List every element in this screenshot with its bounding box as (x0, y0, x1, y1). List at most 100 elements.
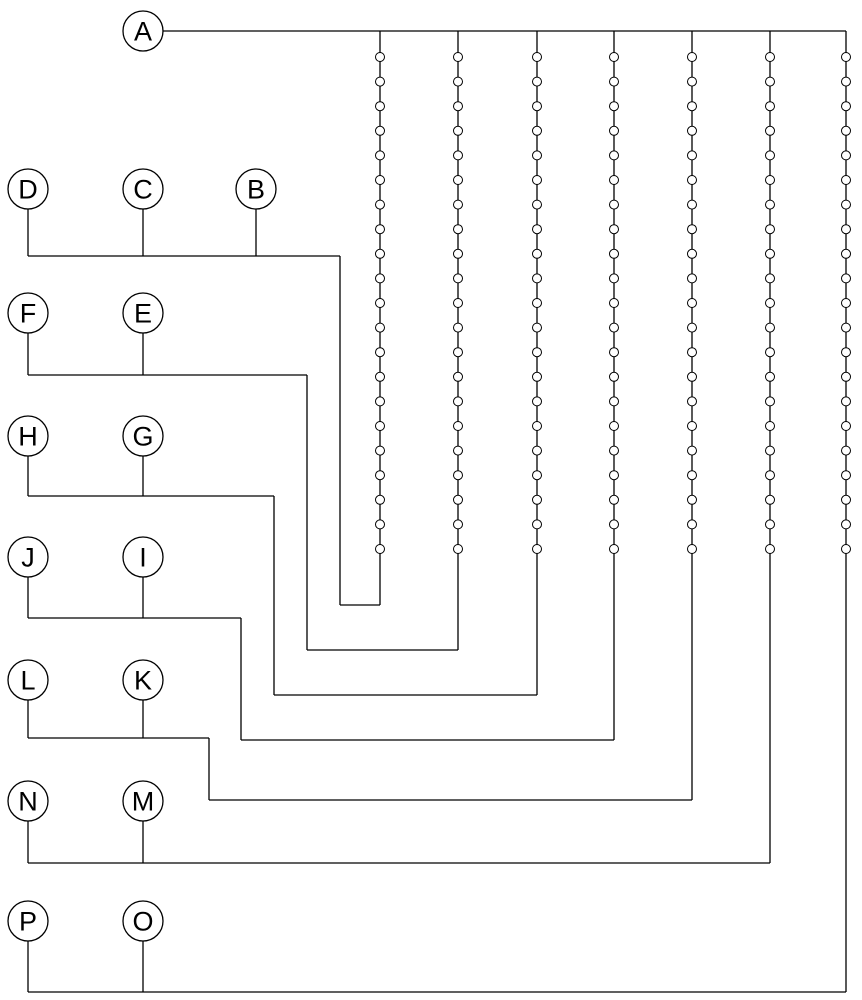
node-circle (122, 659, 164, 701)
node-label: A (134, 17, 152, 47)
tap-marker (609, 544, 619, 554)
tap-marker (375, 519, 385, 530)
tap-marker (532, 199, 542, 210)
tap-marker (453, 224, 463, 235)
tap-marker (841, 544, 851, 554)
taps-layer (375, 52, 851, 554)
tap-marker (375, 199, 385, 210)
tap-marker (532, 150, 542, 161)
tap-marker (532, 494, 542, 505)
tap-marker (375, 273, 385, 284)
tap-marker (375, 322, 385, 333)
tap-marker (609, 150, 619, 161)
tap-marker (609, 273, 619, 284)
tap-marker (375, 470, 385, 481)
tap-marker (532, 248, 542, 259)
tap-marker (765, 421, 775, 431)
node-b: B (235, 168, 277, 210)
tap-marker (609, 125, 619, 136)
tap-marker (609, 421, 619, 431)
tap-marker (765, 494, 775, 505)
tap-marker (375, 396, 385, 407)
node-circle (7, 168, 49, 210)
tap-marker (765, 224, 775, 235)
tap-marker (687, 52, 697, 62)
tap-marker (609, 199, 619, 210)
node-i: I (122, 536, 164, 578)
node-c: C (122, 168, 164, 210)
tap-marker (841, 470, 851, 481)
tap-marker (687, 445, 697, 456)
tap-marker (453, 371, 463, 382)
node-circle (235, 168, 277, 210)
tap-marker (687, 494, 697, 505)
tap-marker (453, 470, 463, 481)
tap-marker (841, 347, 851, 358)
node-label: P (19, 907, 37, 937)
tap-marker (375, 347, 385, 358)
node-circle (7, 900, 49, 942)
tap-marker (687, 76, 697, 87)
node-e: E (122, 292, 164, 334)
tap-marker (532, 175, 542, 185)
tap-marker (453, 421, 463, 431)
tap-marker (687, 396, 697, 407)
node-o: O (122, 900, 164, 942)
tap-marker (532, 421, 542, 431)
node-label: H (18, 422, 38, 452)
tap-marker (609, 445, 619, 456)
tap-marker (609, 52, 619, 62)
node-p: P (7, 900, 49, 942)
tap-marker (609, 224, 619, 235)
node-label: F (20, 299, 37, 329)
node-circle (122, 900, 164, 942)
tap-marker (609, 298, 619, 308)
node-label: E (134, 299, 152, 329)
node-circle (7, 780, 49, 822)
node-m: M (122, 780, 164, 822)
tap-marker (375, 298, 385, 308)
tap-marker (453, 519, 463, 530)
tap-marker (687, 199, 697, 210)
tap-marker (453, 248, 463, 259)
node-g: G (122, 415, 164, 457)
tap-marker (453, 273, 463, 284)
node-label: M (132, 787, 155, 817)
tap-marker (453, 199, 463, 210)
node-h: H (7, 415, 49, 457)
tap-marker (765, 371, 775, 382)
tap-marker (453, 52, 463, 62)
tap-marker (841, 519, 851, 530)
tap-marker (609, 175, 619, 185)
tap-marker (765, 175, 775, 185)
node-l: L (7, 659, 49, 701)
tap-marker (609, 396, 619, 407)
tap-marker (687, 519, 697, 530)
tap-marker (375, 52, 385, 62)
tap-marker (375, 101, 385, 112)
tap-marker (841, 125, 851, 136)
tap-marker (765, 101, 775, 112)
tap-marker (532, 470, 542, 481)
tap-marker (453, 150, 463, 161)
tap-marker (453, 445, 463, 456)
tap-marker (841, 298, 851, 308)
tap-marker (765, 125, 775, 136)
tap-marker (532, 273, 542, 284)
node-circle (122, 10, 164, 52)
tap-marker (687, 175, 697, 185)
node-label: K (134, 666, 152, 696)
tap-marker (687, 544, 697, 554)
tap-marker (453, 298, 463, 308)
tap-marker (687, 224, 697, 235)
node-circle (7, 415, 49, 457)
node-f: F (7, 292, 49, 334)
tap-marker (841, 421, 851, 431)
tap-marker (687, 470, 697, 481)
tap-marker (687, 273, 697, 284)
tap-marker (375, 371, 385, 382)
tap-marker (375, 544, 385, 554)
node-label: O (132, 907, 153, 937)
